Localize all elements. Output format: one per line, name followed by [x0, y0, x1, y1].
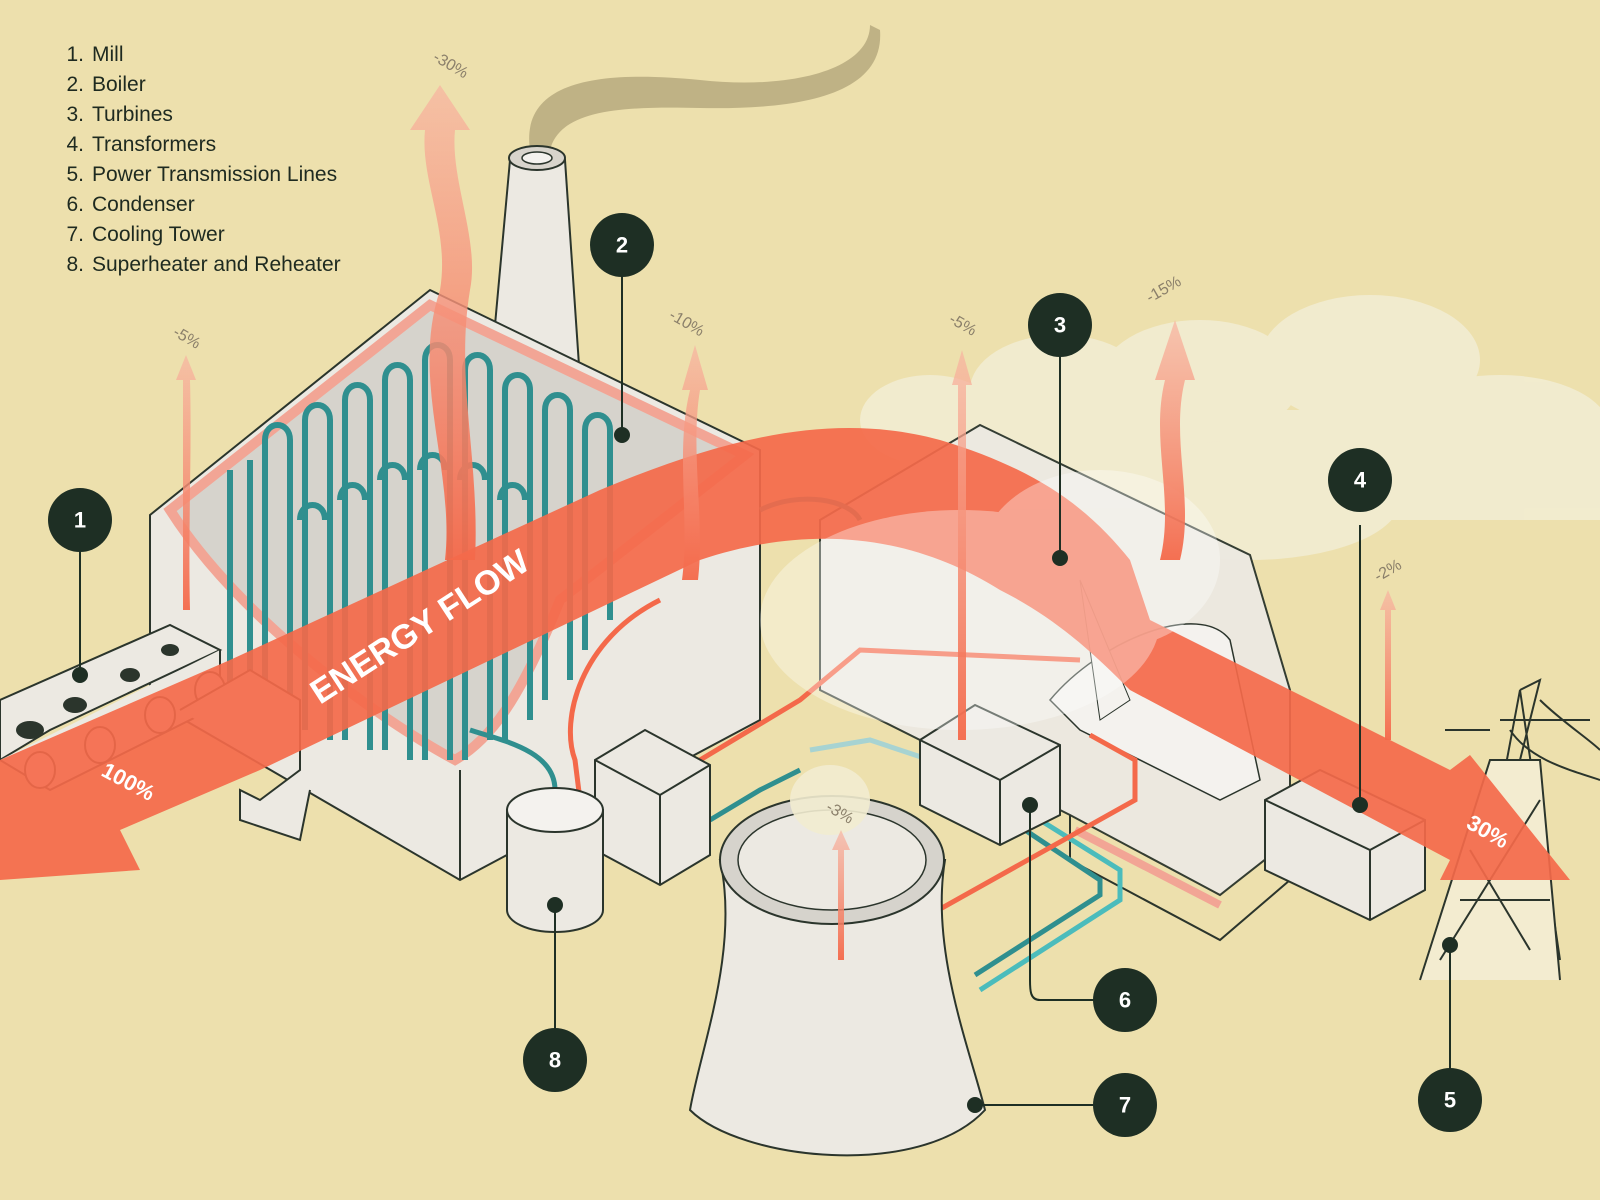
loss-turbine-left-label: -5% — [946, 311, 979, 340]
chimney-smoke — [529, 25, 881, 150]
loss-boiler-label: -10% — [666, 307, 707, 340]
svg-text:4: 4 — [1354, 468, 1367, 493]
legend-item: 1.Mill — [66, 43, 124, 66]
legend-item: 6.Condenser — [66, 193, 195, 216]
svg-text:7: 7 — [1119, 1093, 1131, 1118]
svg-text:3: 3 — [1054, 313, 1066, 338]
component-legend: 1.Mill 2.Boiler 3.Turbines 4.Transformer… — [52, 40, 341, 280]
badge-3: 3 — [1028, 293, 1092, 357]
energy-flow-arrow — [0, 428, 1570, 880]
legend-label: Cooling Tower — [92, 223, 225, 246]
svg-text:8: 8 — [549, 1048, 561, 1073]
legend-item: 7.Cooling Tower — [66, 223, 225, 246]
svg-text:2: 2 — [616, 233, 628, 258]
badge-7: 7 — [1093, 1073, 1157, 1137]
legend-label: Superheater and Reheater — [92, 253, 341, 276]
legend-item: 3.Turbines — [66, 103, 173, 126]
loss-stack-label: -30% — [430, 49, 471, 82]
badge-1: 1 — [48, 488, 112, 552]
legend-item: 2.Boiler — [66, 73, 146, 96]
badge-5: 5 — [1418, 1068, 1482, 1132]
loss-transformer-label: -2% — [1372, 557, 1405, 586]
loss-mill-label: -5% — [170, 324, 203, 353]
loss-turbine-label: -15% — [1144, 273, 1185, 306]
loss-arrows — [176, 85, 1396, 960]
legend-label: Turbines — [92, 103, 173, 126]
svg-text:1: 1 — [74, 508, 86, 533]
svg-text:6: 6 — [1119, 988, 1131, 1013]
equipment-boxes — [594, 703, 1426, 922]
badge-2: 2 — [590, 213, 654, 277]
svg-text:5: 5 — [1444, 1088, 1456, 1113]
legend-label: Transformers — [92, 133, 217, 156]
legend-label: Boiler — [92, 73, 146, 96]
badge-6: 6 — [1093, 968, 1157, 1032]
legend-label: Mill — [92, 43, 124, 66]
legend-label: Condenser — [92, 193, 195, 216]
legend-item: 4.Transformers — [66, 133, 217, 156]
cooling-tower — [688, 765, 987, 1157]
leader-lines — [72, 275, 1458, 1113]
legend-label: Power Transmission Lines — [92, 163, 338, 186]
badge-8: 8 — [523, 1028, 587, 1092]
legend-item: 8.Superheater and Reheater — [66, 253, 341, 276]
legend-item: 5.Power Transmission Lines — [66, 163, 338, 186]
badge-4: 4 — [1328, 448, 1392, 512]
superheater-tank — [506, 787, 604, 933]
chimney — [488, 145, 582, 381]
